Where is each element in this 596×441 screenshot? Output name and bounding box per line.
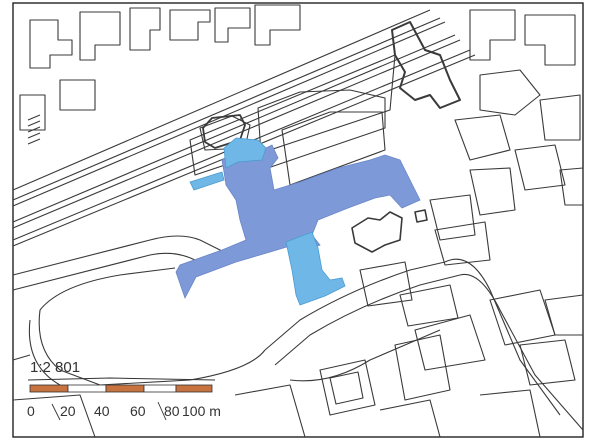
parcel-outline [434, 221, 491, 266]
highlight-main-wing [175, 144, 421, 300]
scale-bar-bracket [27, 377, 216, 381]
building-outline [469, 9, 516, 61]
parcel-outline [479, 389, 541, 438]
scale-tick-label: 0 [27, 403, 35, 419]
building-outline [524, 14, 576, 66]
building-outline [429, 194, 476, 241]
building-outline [129, 7, 161, 51]
road-edge [444, 258, 561, 416]
road-edge [459, 273, 584, 431]
building-outline [254, 4, 301, 46]
building-outline [19, 94, 46, 131]
building-outline [479, 69, 541, 116]
road-edge [264, 261, 446, 351]
building-outline [29, 19, 73, 69]
railway-line [12, 21, 446, 207]
parcel-outline [189, 54, 396, 176]
hatch-marks [27, 114, 41, 145]
building-outline [351, 211, 403, 253]
scale-tick-label: 60 [130, 403, 146, 419]
highlight-north-wing [223, 137, 267, 169]
parcel-outline [544, 294, 584, 336]
highlight-connector [189, 171, 225, 191]
scale-tick-label: 20 [60, 403, 76, 419]
base-map-lines [12, 4, 584, 438]
parcel-outline [379, 399, 441, 438]
scale-segment [105, 384, 145, 393]
scale-tick-label: 80 [164, 403, 180, 419]
railway-line [12, 34, 456, 223]
road-edge [39, 267, 176, 311]
road-edge [38, 309, 266, 386]
building-outline [202, 114, 246, 149]
building-outline [169, 9, 211, 41]
parcel-outline [234, 384, 306, 438]
railway-line [12, 17, 441, 201]
building-outline [559, 167, 584, 206]
parcel-outline [394, 334, 451, 401]
building-outline [469, 167, 516, 216]
road-edge [289, 329, 441, 382]
parcel-outline [399, 284, 459, 327]
parcel-outline [319, 359, 376, 416]
scale-bar: 1:2 801 0 20 40 60 80 100 m [27, 359, 221, 421]
scale-segment [67, 384, 107, 393]
scale-tick-label: 100 m [182, 403, 221, 419]
highlighted-building-secondary[interactable] [189, 137, 346, 306]
building-outline [79, 11, 121, 61]
highlight-south-wing [285, 231, 346, 306]
building-outline [391, 21, 461, 109]
parcel-outline [12, 354, 31, 361]
parcel-outline [281, 111, 386, 186]
building-outline [59, 79, 96, 111]
road-edge [12, 235, 231, 276]
parcel-outline [489, 289, 556, 346]
scale-tick-diagonal [51, 401, 167, 421]
scale-segment [175, 384, 213, 393]
building-outline [514, 144, 566, 191]
road-edge [12, 252, 196, 291]
building-outline [539, 94, 581, 141]
railway-line [12, 39, 461, 229]
parcel-outline [519, 339, 576, 386]
road-edge [28, 319, 61, 386]
scale-segment [143, 384, 177, 393]
parcel-outline [12, 394, 96, 438]
building-outline [454, 114, 511, 161]
scale-segment [29, 384, 69, 393]
parcel-outline [199, 115, 251, 151]
building-outline [214, 7, 251, 43]
building-outline [414, 209, 428, 223]
road-edge [274, 274, 461, 366]
parcel-outline [359, 261, 413, 307]
scale-tick-label: 40 [94, 403, 110, 419]
parcel-outline [329, 371, 364, 405]
map-frame [12, 2, 584, 438]
scale-ratio: 1:2 801 [30, 359, 80, 376]
parcel-outline [414, 314, 486, 371]
highlighted-building-main[interactable] [175, 144, 421, 300]
railway-line [12, 9, 431, 191]
